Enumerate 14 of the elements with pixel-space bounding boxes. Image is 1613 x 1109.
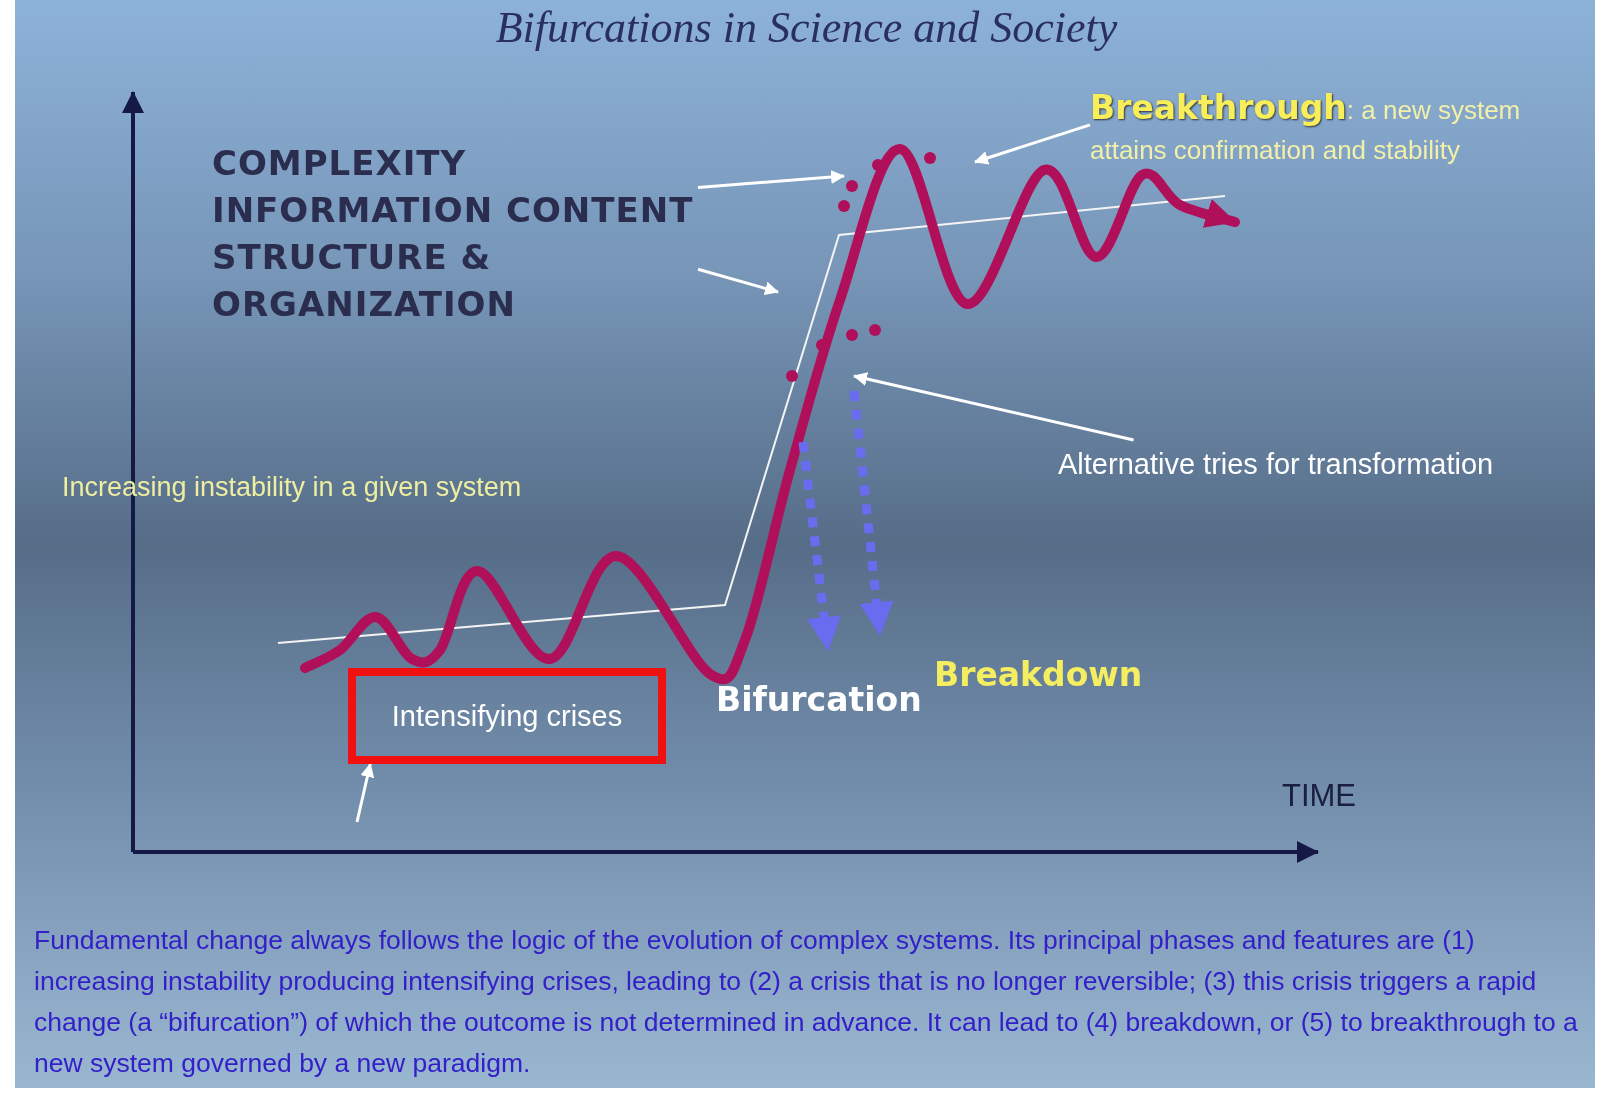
annotation-text: Alternative tries for transformation xyxy=(1058,440,1598,490)
arrow xyxy=(697,170,845,189)
axis-title: COMPLEXITY INFORMATION CONTENT STRUCTURE & ORGANIZATION xyxy=(212,140,698,330)
arrow xyxy=(974,123,1091,165)
highlighted-label: Intensifying crises xyxy=(348,668,666,764)
axis-label: TIME xyxy=(1282,778,1357,814)
arrow xyxy=(697,267,779,296)
arrow xyxy=(355,763,375,823)
phase-label: Breakdown xyxy=(934,655,1143,694)
annotation-text: Breakthrough: a new system attains confirmation and stability xyxy=(1090,88,1560,170)
diagram-title: Bifurcations in Science and Society xyxy=(494,2,1119,53)
arrow xyxy=(853,372,1134,442)
caption-text: Fundamental change always follows the logic of the evolution of complex systems. Its principal phases and features are (1) increasing instability producing intensifying crises, leading to (2) a crisis that is no longer reversible; (3) this crisis triggers a rapid change (a “bifurcation”) of which the outcome is not determined in advance. It can lead to (4) breakdown, or (5) to breakthrough to a new system governed by a new paradigm. xyxy=(34,924,1579,1080)
phase-label: Bifurcation xyxy=(716,680,922,719)
